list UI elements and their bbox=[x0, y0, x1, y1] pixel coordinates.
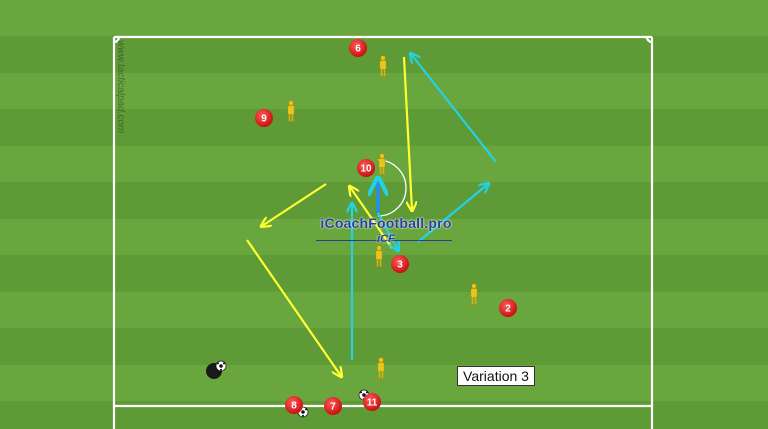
svg-text:2: 2 bbox=[505, 304, 511, 315]
player-7: 7 bbox=[324, 397, 342, 415]
player-10: 10 bbox=[357, 159, 375, 177]
pass-arrow bbox=[350, 187, 393, 249]
player-3: 3 bbox=[391, 255, 409, 273]
svg-text:8: 8 bbox=[291, 401, 297, 412]
svg-text:11: 11 bbox=[367, 398, 378, 409]
player-2: 2 bbox=[499, 299, 517, 317]
svg-text:9: 9 bbox=[261, 114, 267, 125]
svg-text:3: 3 bbox=[397, 260, 403, 271]
logo-rule bbox=[316, 240, 452, 241]
player-11: 11 bbox=[363, 393, 381, 411]
balls bbox=[206, 360, 370, 418]
logo-title: iCoachFootball.pro bbox=[320, 215, 452, 231]
pass-arrow bbox=[246, 239, 341, 376]
run-arrow bbox=[417, 184, 488, 243]
run-arrow bbox=[377, 212, 398, 250]
player-8: 8 bbox=[285, 396, 303, 414]
pass-arrows bbox=[246, 56, 412, 376]
pass-arrow bbox=[402, 56, 412, 210]
pass-arrow bbox=[262, 183, 327, 226]
ball-icon bbox=[215, 360, 227, 372]
player-6: 6 bbox=[349, 39, 367, 57]
variation-label: Variation 3 bbox=[457, 366, 535, 386]
watermark-site: www.tacticalpad.com bbox=[115, 40, 126, 134]
run-arrows bbox=[352, 54, 497, 360]
run-arrow bbox=[411, 54, 497, 163]
logo-subtitle: iCF bbox=[377, 233, 395, 245]
pitch-lines bbox=[112, 35, 654, 429]
players: 6 9 10 3 2 8 7 bbox=[255, 39, 517, 415]
svg-text:7: 7 bbox=[330, 402, 336, 413]
player-9: 9 bbox=[255, 109, 273, 127]
svg-text:10: 10 bbox=[360, 164, 372, 175]
svg-text:6: 6 bbox=[355, 44, 361, 55]
